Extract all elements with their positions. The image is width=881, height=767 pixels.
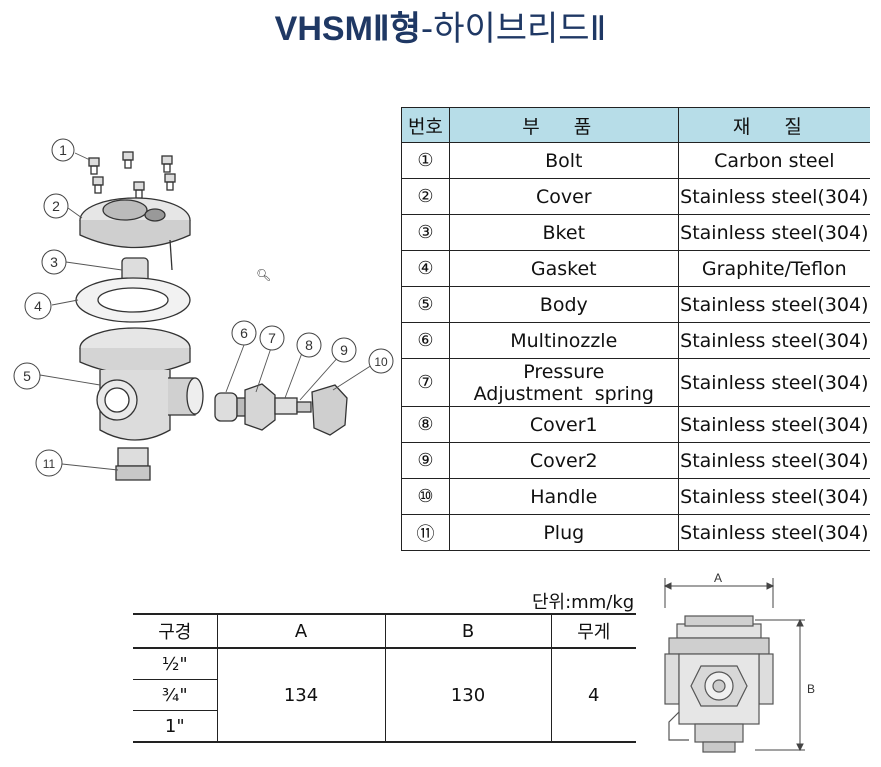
gasket-drawing bbox=[75, 277, 191, 323]
callout-1: 1 bbox=[59, 142, 67, 158]
row-part: Gasket bbox=[449, 250, 679, 287]
callout-9: 9 bbox=[340, 342, 348, 358]
row-material: Stainless steel(304) bbox=[678, 178, 870, 215]
row-no: ⑪ bbox=[401, 514, 450, 551]
row-material: Graphite/Teflon bbox=[678, 250, 870, 287]
callout-4: 4 bbox=[34, 298, 42, 314]
dim-label-a: A bbox=[714, 572, 722, 585]
dim-label-b: B bbox=[807, 682, 815, 696]
body-drawing bbox=[79, 327, 204, 441]
callout-3: 3 bbox=[50, 254, 58, 270]
header-no: 번호 bbox=[401, 107, 450, 143]
exploded-view-diagram: 1 2 3 4 5 6 7 8 9 10 11 bbox=[13, 138, 394, 481]
header-material: 재 질 bbox=[678, 107, 870, 143]
callout-10: 10 bbox=[374, 355, 388, 369]
row-material: Carbon steel bbox=[678, 142, 870, 179]
row-no: ① bbox=[401, 142, 450, 179]
header-a: A bbox=[216, 613, 385, 649]
title-name: 하이브리드Ⅱ bbox=[433, 9, 607, 49]
table-row: 1" bbox=[133, 710, 636, 743]
row-material: Stainless steel(304) bbox=[678, 358, 870, 407]
dimensions-table: 구경 A B 무게 ½" 134 130 4 ¾" 1" bbox=[133, 613, 636, 743]
weight-value: 4 bbox=[550, 648, 636, 743]
row-material: Stainless steel(304) bbox=[678, 514, 870, 551]
side-parts-drawing bbox=[214, 383, 348, 436]
row-no: ⑤ bbox=[401, 286, 450, 323]
callout-6: 6 bbox=[240, 325, 248, 341]
title-dash: - bbox=[420, 9, 434, 49]
row-part: Cover2 bbox=[449, 442, 679, 479]
row-part-line1: Pressure bbox=[523, 360, 605, 383]
cover-drawing bbox=[79, 197, 191, 271]
page-title: VHSMⅡ형-하이브리드Ⅱ bbox=[0, 6, 881, 52]
callout-7: 7 bbox=[268, 330, 276, 346]
row-no: ③ bbox=[401, 214, 450, 251]
row-material: Stainless steel(304) bbox=[678, 442, 870, 479]
header-size: 구경 bbox=[133, 613, 217, 649]
row-material: Stainless steel(304) bbox=[678, 214, 870, 251]
header-part: 부 품 bbox=[449, 107, 679, 143]
header-weight: 무게 bbox=[550, 613, 636, 649]
size-cell: 1" bbox=[133, 710, 217, 743]
bolts-drawing bbox=[88, 151, 176, 199]
row-no: ⑧ bbox=[401, 406, 450, 443]
callout-2: 2 bbox=[52, 198, 60, 214]
table-row: ¾" bbox=[133, 679, 636, 711]
row-part: Cover1 bbox=[449, 406, 679, 443]
row-no: ② bbox=[401, 178, 450, 215]
row-no: ⑥ bbox=[401, 322, 450, 359]
plug-drawing bbox=[115, 447, 151, 481]
row-material: Stainless steel(304) bbox=[678, 406, 870, 443]
table-row: ½" 134 130 4 bbox=[133, 648, 636, 743]
magnifier-icon: 🔍︎ bbox=[256, 268, 272, 282]
row-part-line2: Adjustment spring bbox=[473, 382, 654, 405]
title-model: VHSMⅡ형 bbox=[274, 10, 421, 48]
row-part: Bket bbox=[449, 214, 679, 251]
dims-header: 구경 A B 무게 bbox=[133, 613, 636, 649]
row-part: Multinozzle bbox=[449, 322, 679, 359]
callout-5: 5 bbox=[23, 368, 31, 384]
row-no: ⑩ bbox=[401, 478, 450, 515]
row-part: Plug bbox=[449, 514, 679, 551]
row-part: Cover bbox=[449, 178, 679, 215]
unit-label: 단위:mm/kg bbox=[532, 592, 635, 613]
row-part: Body bbox=[449, 286, 679, 323]
row-no: ⑨ bbox=[401, 442, 450, 479]
row-part: Bolt bbox=[449, 142, 679, 179]
row-no: ⑦ bbox=[401, 358, 450, 407]
a-value: 134 bbox=[216, 648, 385, 743]
header-b: B bbox=[384, 613, 551, 649]
b-value: 130 bbox=[384, 648, 551, 743]
size-cell: ¾" bbox=[133, 679, 217, 711]
dimension-drawing: A B bbox=[663, 572, 815, 753]
callout-8: 8 bbox=[305, 337, 313, 353]
callout-11: 11 bbox=[43, 457, 56, 471]
size-cell: ½" bbox=[133, 648, 217, 680]
row-part: Handle bbox=[449, 478, 679, 515]
parts-table-header: 번호 부 품 재 질 bbox=[401, 107, 870, 143]
row-material: Stainless steel(304) bbox=[678, 322, 870, 359]
row-no: ④ bbox=[401, 250, 450, 287]
row-material: Stainless steel(304) bbox=[678, 478, 870, 515]
row-material: Stainless steel(304) bbox=[678, 286, 870, 323]
